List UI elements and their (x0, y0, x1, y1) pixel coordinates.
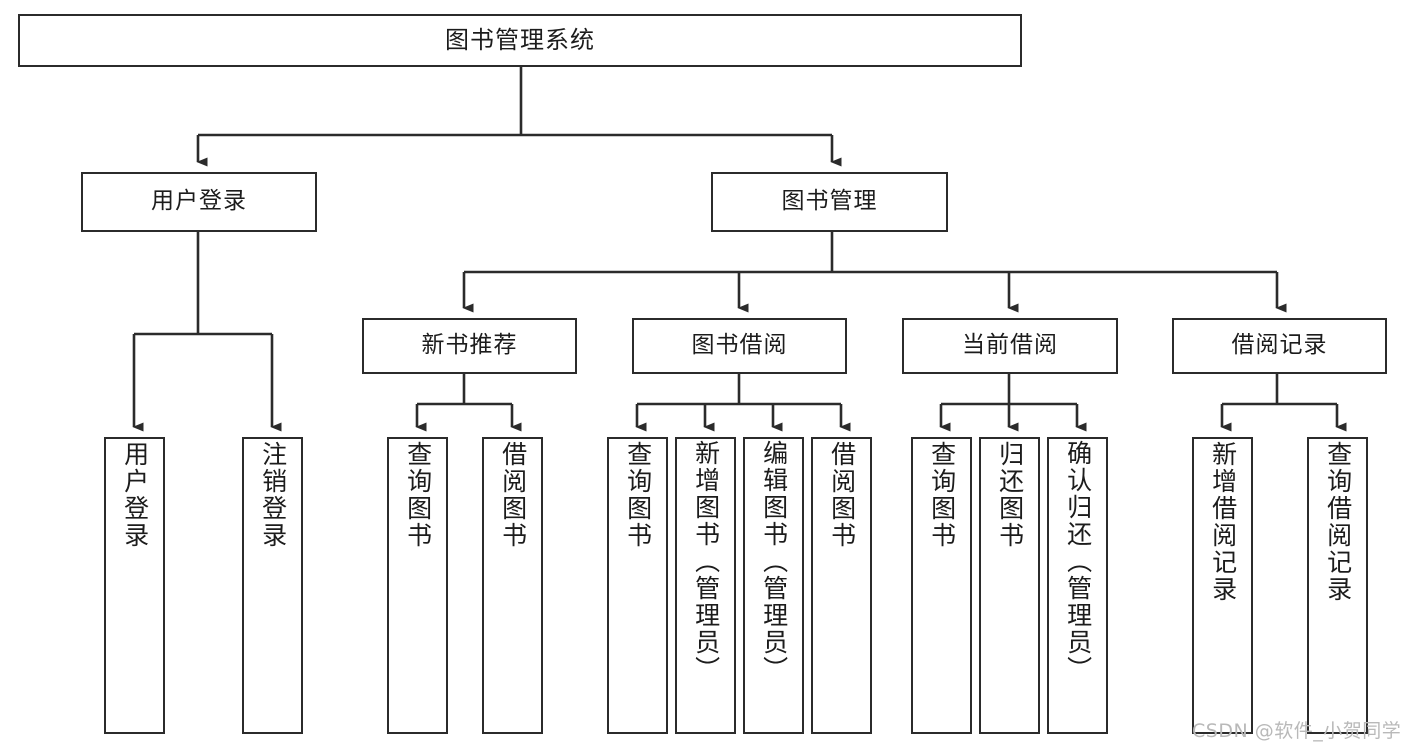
node-borrow-record-label: 借阅记录 (1231, 332, 1328, 359)
node-leaf-query-record-label: 查询借阅记录 (1323, 441, 1353, 603)
node-user-login-label: 用户登录 (151, 188, 247, 215)
node-leaf-query-book-rec-label: 查询图书 (403, 441, 433, 549)
node-leaf-query-book-bor-label: 查询图书 (623, 441, 653, 549)
node-leaf-borrow-book-rec-label: 借阅图书 (498, 441, 528, 549)
node-root-label: 图书管理系统 (445, 26, 595, 55)
node-leaf-add-book-label: 新增图书（管理员） (691, 440, 721, 683)
node-leaf-query-book-bor[interactable]: 查询图书 (607, 437, 668, 734)
node-current-borrow-label: 当前借阅 (962, 332, 1058, 359)
node-new-book-recommend[interactable]: 新书推荐 (362, 318, 577, 374)
node-leaf-add-record[interactable]: 新增借阅记录 (1192, 437, 1253, 734)
node-leaf-borrow-book-bor[interactable]: 借阅图书 (811, 437, 872, 734)
node-leaf-query-book-cur-label: 查询图书 (927, 441, 957, 549)
node-new-book-recommend-label: 新书推荐 (421, 332, 518, 359)
node-leaf-add-record-label: 新增借阅记录 (1208, 441, 1238, 603)
node-leaf-borrow-book-rec[interactable]: 借阅图书 (482, 437, 543, 734)
node-user-login[interactable]: 用户登录 (81, 172, 317, 232)
node-leaf-query-book-rec[interactable]: 查询图书 (387, 437, 448, 734)
node-leaf-edit-book[interactable]: 编辑图书（管理员） (743, 437, 804, 734)
node-leaf-user-login-label: 用户登录 (120, 441, 150, 549)
csdn-watermark: CSDN @软件_小贺同学 (1192, 720, 1402, 742)
node-book-borrow[interactable]: 图书借阅 (632, 318, 847, 374)
node-leaf-query-book-cur[interactable]: 查询图书 (911, 437, 972, 734)
node-leaf-return-book[interactable]: 归还图书 (979, 437, 1040, 734)
node-leaf-borrow-book-bor-label: 借阅图书 (827, 441, 857, 549)
node-leaf-confirm-return[interactable]: 确认归还（管理员） (1047, 437, 1108, 734)
node-leaf-user-login[interactable]: 用户登录 (104, 437, 165, 734)
node-leaf-return-book-label: 归还图书 (995, 441, 1025, 549)
node-leaf-logout-login[interactable]: 注销登录 (242, 437, 303, 734)
node-root[interactable]: 图书管理系统 (18, 14, 1022, 67)
node-leaf-logout-login-label: 注销登录 (258, 441, 288, 549)
node-book-manage-label: 图书管理 (781, 188, 878, 215)
node-book-manage[interactable]: 图书管理 (711, 172, 948, 232)
node-leaf-query-record[interactable]: 查询借阅记录 (1307, 437, 1368, 734)
node-book-borrow-label: 图书借阅 (691, 332, 788, 359)
node-leaf-edit-book-label: 编辑图书（管理员） (759, 440, 789, 683)
node-leaf-confirm-return-label: 确认归还（管理员） (1063, 440, 1093, 683)
node-leaf-add-book[interactable]: 新增图书（管理员） (675, 437, 736, 734)
node-current-borrow[interactable]: 当前借阅 (902, 318, 1118, 374)
node-borrow-record[interactable]: 借阅记录 (1172, 318, 1387, 374)
